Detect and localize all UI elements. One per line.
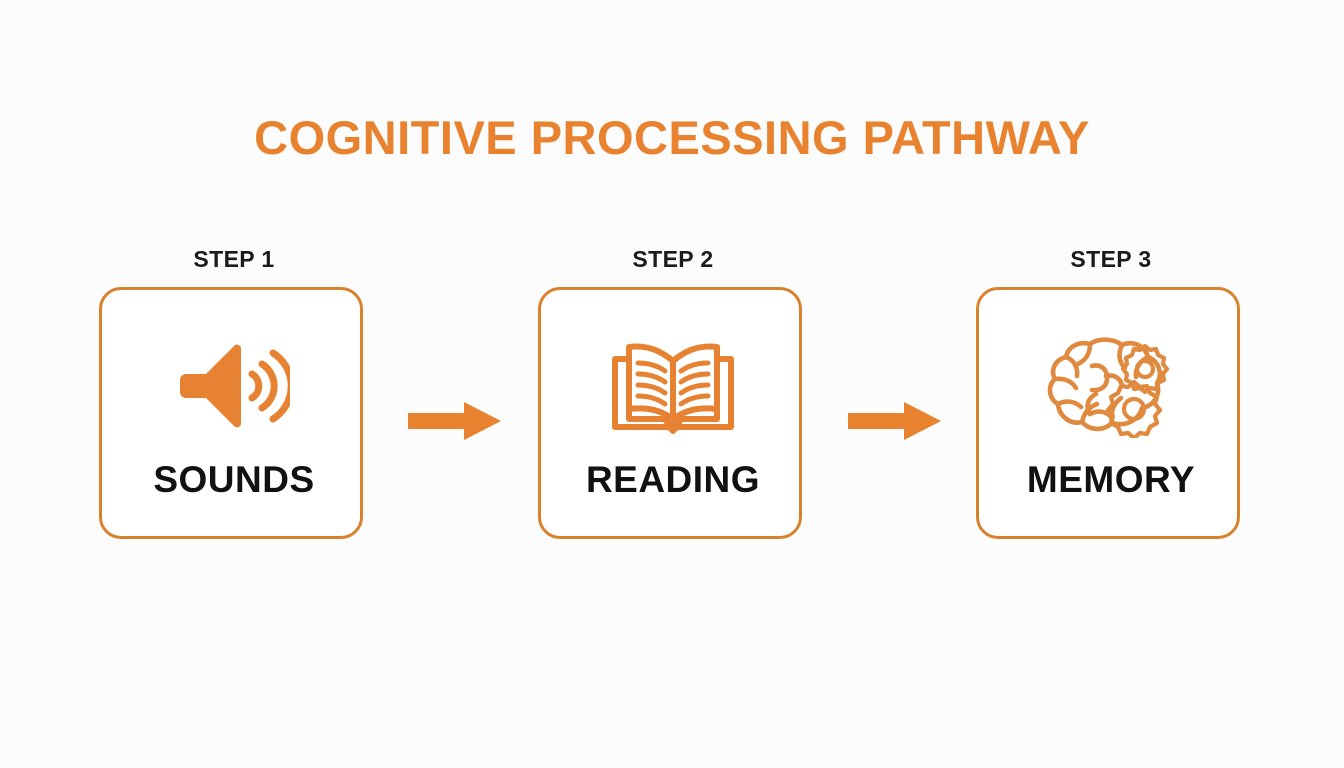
step-label-3: STEP 3 [1070,246,1152,272]
step-card-reading[interactable]: STEP 2 [538,245,808,547]
card-label-sounds: SOUNDS [153,459,315,500]
step-label-1: STEP 1 [193,246,275,272]
card-memory[interactable]: MEMORY [976,287,1240,539]
speaker-volume-icon [102,330,366,442]
open-book-icon [541,330,805,442]
step-label-2: STEP 2 [632,246,714,272]
page-title: COGNITIVE PROCESSING PATHWAY [254,111,1090,164]
step-card-sounds[interactable]: STEP 1 SOUNDS [99,245,369,547]
card-reading[interactable]: READING [538,287,802,539]
process-flow: STEP 1 SOUNDS [99,245,1244,550]
card-label-reading: READING [585,459,761,500]
card-sounds[interactable]: SOUNDS [99,287,363,539]
brain-gears-icon [979,330,1243,442]
card-label-memory: MEMORY [1026,459,1196,500]
arrow-right-icon-1 [408,402,501,440]
arrow-right-icon-2 [848,402,941,440]
step-card-memory[interactable]: STEP 3 [976,245,1246,547]
